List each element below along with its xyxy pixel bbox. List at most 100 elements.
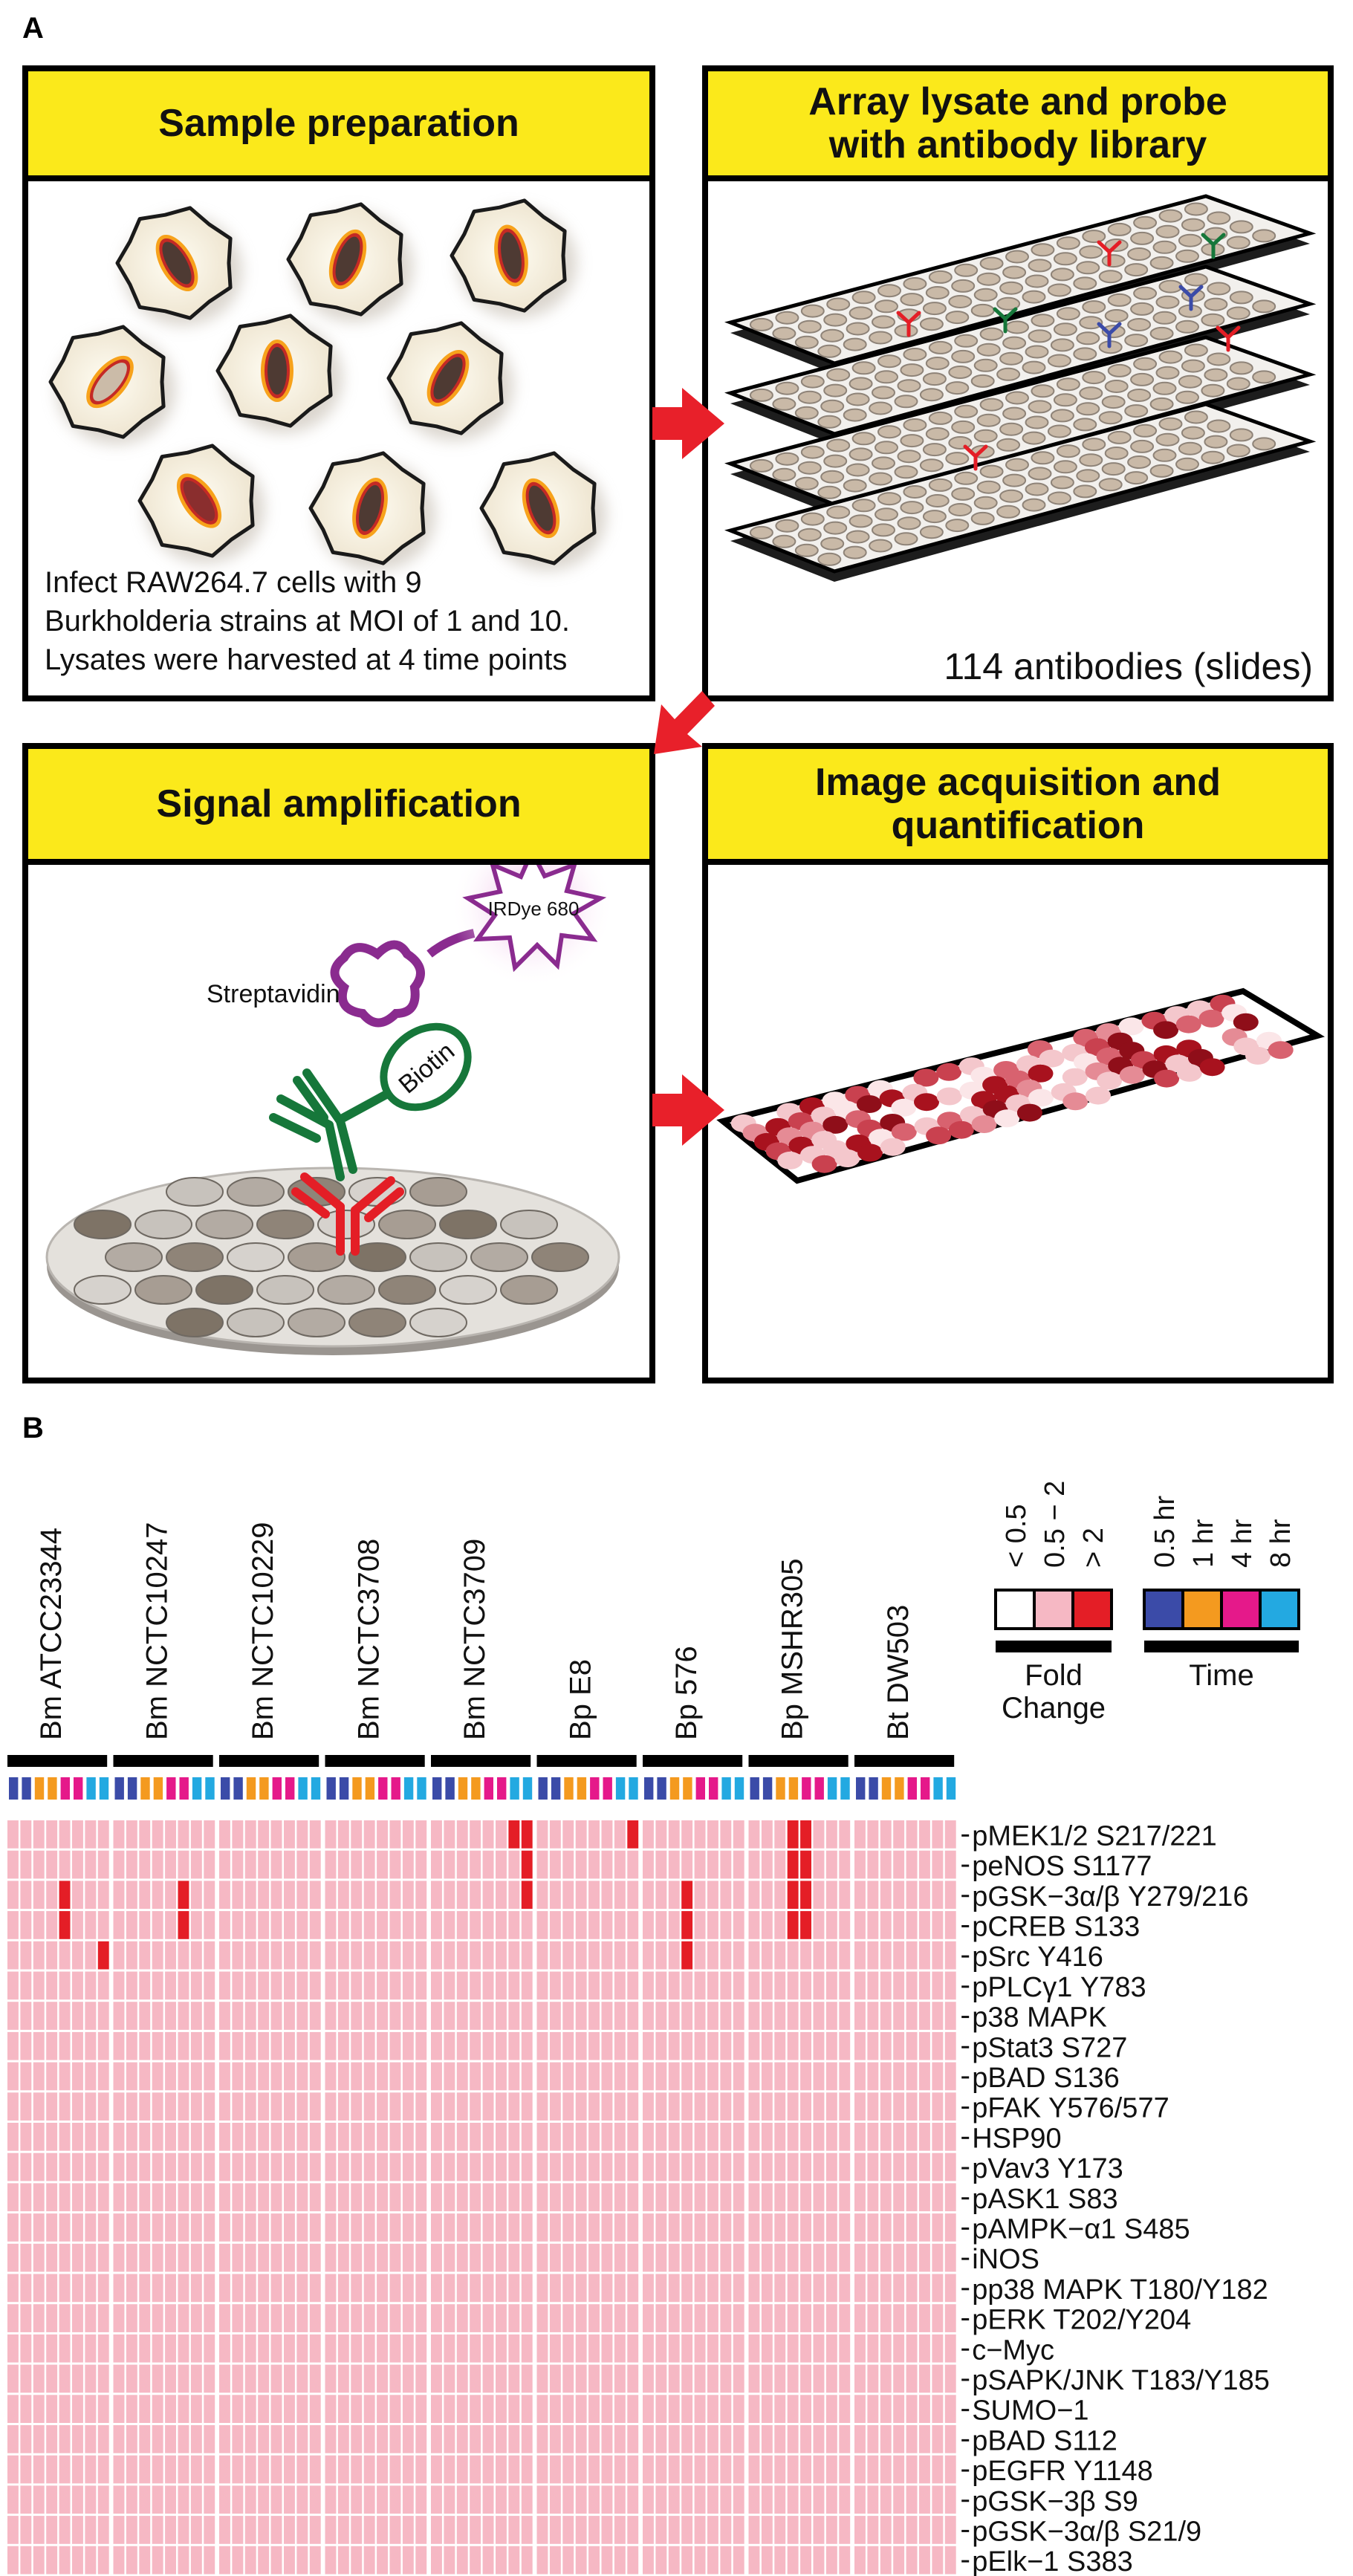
heatmap-cell bbox=[470, 2062, 481, 2091]
heatmap-cell bbox=[867, 2062, 879, 2091]
heatmap-cell bbox=[681, 2425, 693, 2453]
heatmap-cell bbox=[258, 2304, 270, 2332]
heatmap-cell bbox=[178, 2334, 189, 2363]
heatmap-cell bbox=[402, 2274, 414, 2303]
time-indicator bbox=[403, 1777, 414, 1800]
heatmap-cell bbox=[351, 2455, 363, 2484]
heatmap-cell bbox=[415, 1941, 427, 1970]
heatmap-cell bbox=[270, 2395, 282, 2423]
heatmap-cell bbox=[839, 2002, 851, 2030]
heatmap-cell bbox=[325, 2213, 337, 2242]
heatmap-cell bbox=[668, 1941, 680, 1970]
heatmap-cell bbox=[33, 1941, 45, 1970]
heatmap-cell bbox=[482, 2485, 494, 2514]
heatmap-cell bbox=[20, 2123, 32, 2151]
heatmap-cell bbox=[20, 2031, 32, 2060]
heatmap-cell bbox=[46, 2455, 58, 2484]
heatmap-cell bbox=[854, 1820, 866, 1849]
time-legend-bar bbox=[1144, 1641, 1299, 1652]
heatmap-cell bbox=[893, 2243, 905, 2272]
heatmap-cell bbox=[627, 2183, 639, 2212]
heatmap-cell bbox=[126, 1850, 137, 1879]
heatmap-cell bbox=[7, 2274, 19, 2303]
heatmap-cell bbox=[190, 2304, 202, 2332]
heatmap-cell bbox=[575, 2243, 587, 2272]
heatmap-cell bbox=[549, 2304, 561, 2332]
heatmap-cell bbox=[377, 1941, 388, 1970]
heatmap-cell bbox=[867, 2425, 879, 2453]
heatmap-cell bbox=[854, 2485, 866, 2514]
heatmap-cell bbox=[562, 2062, 574, 2091]
heatmap-cell bbox=[351, 2274, 363, 2303]
heatmap-cell bbox=[415, 2334, 427, 2363]
heatmap-cell bbox=[496, 2334, 507, 2363]
heatmap-cell bbox=[800, 2002, 811, 2030]
heatmap-cell bbox=[415, 1850, 427, 1879]
heatmap-cell bbox=[720, 2243, 732, 2272]
heatmap-cell bbox=[839, 2546, 851, 2575]
heatmap-cell bbox=[377, 2516, 388, 2544]
time-indicator bbox=[60, 1777, 70, 1800]
heatmap-cell bbox=[562, 2304, 574, 2332]
heatmap-cell bbox=[444, 2334, 455, 2363]
heatmap-cell bbox=[562, 2395, 574, 2423]
time-indicator bbox=[233, 1777, 243, 1800]
heatmap-cell bbox=[906, 2243, 918, 2272]
heatmap-cell bbox=[126, 2485, 137, 2514]
heatmap-cell bbox=[787, 1850, 799, 1879]
heatmap-cell bbox=[363, 2516, 375, 2544]
heatmap-cell bbox=[720, 2304, 732, 2332]
heatmap-cell bbox=[46, 2123, 58, 2151]
heatmap-cell bbox=[893, 2183, 905, 2212]
heatmap-cell bbox=[601, 2213, 613, 2242]
heatmap-cell bbox=[59, 2364, 71, 2393]
heatmap-cell bbox=[668, 2243, 680, 2272]
heatmap-cell bbox=[720, 2123, 732, 2151]
heatmap-cell bbox=[244, 2485, 256, 2514]
heatmap-cell bbox=[643, 2152, 654, 2181]
heatmap-cell bbox=[668, 2152, 680, 2181]
heatmap-cell bbox=[549, 1820, 561, 1849]
time-legend-label: 4 hr bbox=[1227, 1519, 1258, 1568]
heatmap-cell bbox=[813, 2485, 825, 2514]
heatmap-cell bbox=[668, 2516, 680, 2544]
heatmap-cell bbox=[748, 2516, 760, 2544]
heatmap-cell bbox=[668, 2183, 680, 2212]
heatmap-cell bbox=[720, 2364, 732, 2393]
heatmap-cell bbox=[431, 2031, 442, 2060]
heatmap-cell bbox=[761, 2002, 773, 2030]
heatmap-cell bbox=[681, 2092, 693, 2121]
row-label: pCREB S133 bbox=[972, 1911, 1140, 1942]
heatmap-cell bbox=[204, 2213, 215, 2242]
sample-preparation-box: Sample preparation Infect RAW264.7 cells… bbox=[22, 65, 655, 701]
heatmap-cell bbox=[627, 2364, 639, 2393]
heatmap-cell bbox=[681, 2183, 693, 2212]
heatmap-cell bbox=[59, 1881, 71, 1910]
heatmap-cell bbox=[402, 2516, 414, 2544]
heatmap-cell bbox=[681, 1881, 693, 1910]
heatmap-cell bbox=[7, 2516, 19, 2544]
heatmap-cell bbox=[681, 1850, 693, 1879]
heatmap-cell bbox=[867, 2334, 879, 2363]
heatmap-cell bbox=[389, 2274, 401, 2303]
heatmap-cell bbox=[232, 2304, 244, 2332]
heatmap-cell bbox=[880, 2304, 892, 2332]
heatmap-cell bbox=[152, 2274, 163, 2303]
heatmap-cell bbox=[681, 2152, 693, 2181]
heatmap-cell bbox=[377, 2334, 388, 2363]
heatmap-cell bbox=[244, 2062, 256, 2091]
time-legend-swatch bbox=[1143, 1589, 1184, 1630]
heatmap-cell bbox=[944, 2304, 956, 2332]
heatmap-cell bbox=[893, 2304, 905, 2332]
heatmap-cell bbox=[880, 2485, 892, 2514]
heatmap-cell bbox=[270, 2364, 282, 2393]
heatmap-cell bbox=[284, 2062, 295, 2091]
heatmap-cell bbox=[854, 2213, 866, 2242]
heatmap-cell bbox=[377, 2485, 388, 2514]
heatmap-cell bbox=[470, 1941, 481, 1970]
heatmap-cell bbox=[456, 1941, 468, 1970]
heatmap-cell bbox=[444, 2092, 455, 2121]
heatmap-cell bbox=[284, 2123, 295, 2151]
heatmap-cell bbox=[919, 2516, 930, 2544]
heatmap-cell bbox=[444, 2485, 455, 2514]
